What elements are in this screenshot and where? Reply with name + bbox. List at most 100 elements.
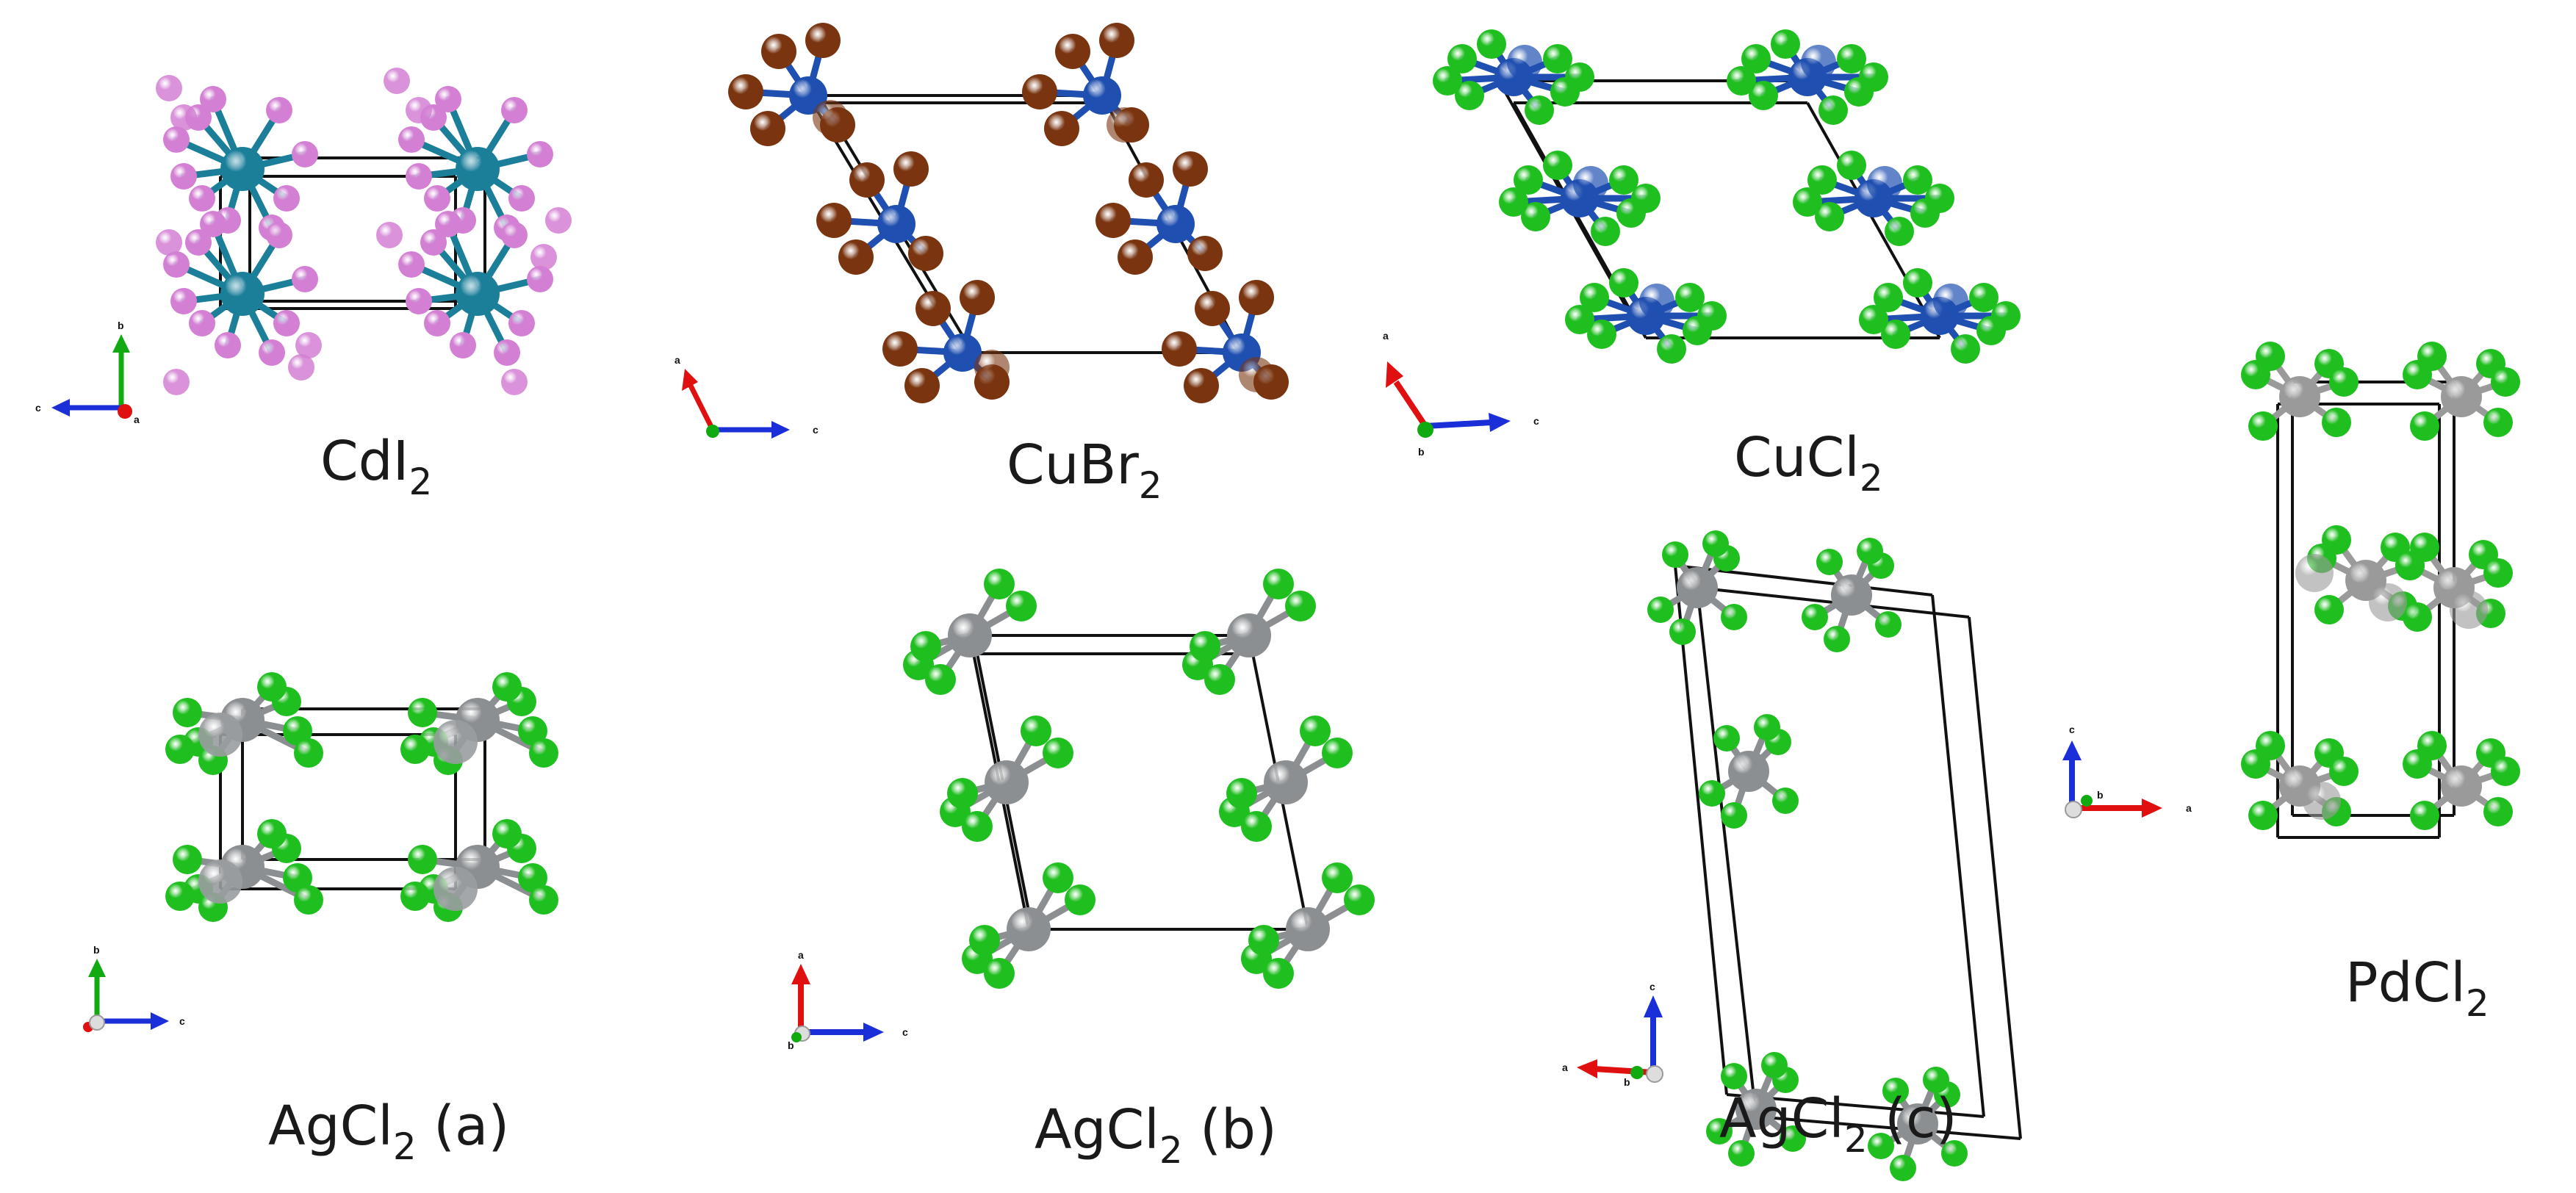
atom [2279,376,2320,417]
atom [1721,604,1747,630]
atom [1118,239,1153,275]
atom [259,339,285,366]
atom [376,222,403,248]
atom [1807,165,1837,195]
atom [266,222,292,248]
atom [2483,797,2513,826]
atom [165,735,195,764]
label-agcl2-b: AgCl2 (b) [1035,1098,1277,1172]
atom [266,97,292,123]
atom [1741,44,1771,73]
atom [1859,62,1888,92]
atom [2450,591,2488,629]
axis-label-a: a [134,414,140,425]
atom [501,369,528,395]
atom [527,266,553,292]
atom [163,126,190,153]
atom [2441,765,2482,807]
atom [165,882,195,911]
label-cucl2: CuCl2 [1734,426,1883,500]
atom [1241,811,1272,842]
atom [1099,23,1134,58]
atom [492,819,522,848]
atom [424,185,450,212]
axis-label-a: a [1562,1062,1568,1073]
atom [1573,166,1608,201]
atom [2417,731,2447,760]
atom [1754,714,1780,740]
atom [501,97,528,123]
atom [1007,907,1051,951]
atom [456,147,500,191]
atom [1923,1067,1949,1093]
atom [1083,76,1121,115]
atom [2441,376,2482,417]
atom [1477,29,1506,59]
atom [948,613,992,657]
atom [1565,305,1594,334]
axis-label-b: b [1624,1076,1630,1088]
axis-triad-pdcl2: c b a [2062,724,2192,818]
atom [816,203,852,238]
atom [805,23,841,58]
atom [1447,44,1477,73]
atom [960,280,995,315]
axis-triad-cdi2: b c a [35,320,140,425]
axis-label-a: a [798,949,804,961]
atom [273,310,300,336]
atom [2410,411,2439,441]
atom [527,141,553,167]
atom [1771,29,1800,59]
atom [1184,368,1219,403]
atom [1162,331,1197,367]
atom [985,760,1029,804]
atom [2248,411,2278,441]
atom [1761,1052,1788,1078]
axis-label-a: a [2186,802,2192,814]
atom [220,147,265,191]
atom [893,151,929,187]
atom [257,819,287,848]
atom [849,162,885,198]
atom [1868,1133,1894,1159]
atom [1631,184,1661,213]
panel-cdi2: b c a CdI2 [0,0,602,529]
atom [1721,1063,1747,1089]
atom [1728,1140,1755,1167]
atom [1903,165,1932,195]
atom [1706,1118,1733,1145]
atom [189,185,215,212]
atom [1890,1155,1916,1181]
atom [1969,283,1998,312]
axis-label-c: c [813,424,819,436]
atom [1662,541,1688,568]
atom [215,332,241,358]
atom [1675,283,1705,312]
unit-cell-edge [1696,587,1757,1117]
atom [1639,284,1674,319]
atom [1875,611,1902,638]
atom [1816,549,1843,575]
atom [1286,907,1330,951]
atom [529,738,558,768]
atom [1749,81,1778,110]
atom [1824,626,1850,652]
atom [1543,151,1572,180]
atom [1285,591,1316,621]
atom [1521,202,1550,231]
atom [1587,320,1616,349]
atom [518,716,547,746]
axis-label-c: c [179,1015,185,1027]
atom [1044,111,1079,146]
axis-triad-agcl2-c: c a b [1562,981,1663,1088]
atom [1857,538,1883,564]
label-agcl2-c: AgCl2 (c) [1719,1087,1957,1161]
atom [170,104,197,131]
atom [1933,284,1968,319]
atom [406,97,432,123]
atom [1859,305,1888,334]
atom [433,720,478,764]
axis-label-c: c [902,1026,908,1038]
atom [1263,958,1294,989]
atom [398,251,425,278]
